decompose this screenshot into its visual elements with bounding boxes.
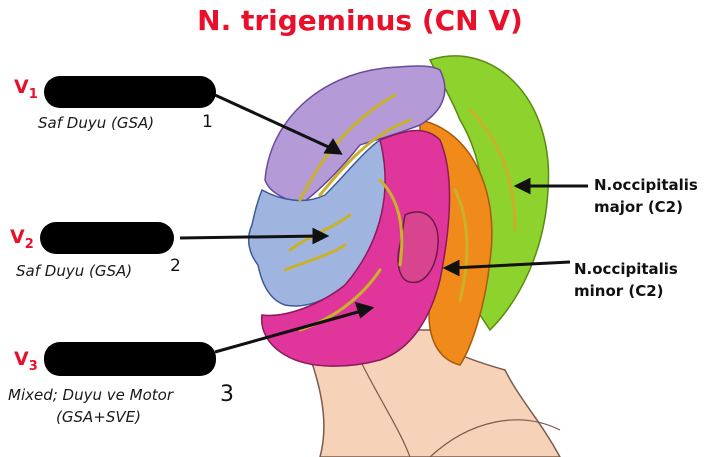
occipitalis-minor-line2: minor (C2)	[574, 282, 664, 300]
occipitalis-minor-label: N.occipitalis minor (C2)	[574, 258, 678, 302]
v1-handwritten-mark: 1	[202, 112, 213, 132]
occipitalis-major-label: N.occipitalis major (C2)	[594, 174, 698, 218]
diagram-title: N. trigeminus (CN V)	[197, 4, 523, 37]
v3-region	[260, 129, 451, 367]
occipitalis-minor-line1: N.occipitalis	[574, 260, 678, 278]
v1-label: V1	[14, 76, 38, 102]
v3-prefix: V	[14, 348, 29, 370]
v2-handwritten-mark: 2	[170, 256, 181, 276]
neck-line	[359, 359, 411, 457]
v1-subscript: 1	[28, 86, 38, 102]
v2-prefix: V	[10, 226, 25, 248]
v1-description: Saf Duyu (GSA)	[38, 114, 155, 132]
nerve-branches	[283, 93, 517, 332]
v3-label: V3	[14, 348, 38, 374]
v1-redaction	[44, 76, 216, 108]
v3-redaction	[44, 342, 216, 376]
v3-handwritten-mark: 3	[220, 382, 234, 407]
ear	[397, 211, 439, 283]
shoulder-line	[429, 419, 561, 457]
occipitalis-major-line1: N.occipitalis	[594, 176, 698, 194]
v3-description: Mixed; Duyu ve Motor	[8, 386, 173, 404]
v2-label: V2	[10, 226, 34, 252]
v2-subscript: 2	[24, 236, 34, 252]
v2-description: Saf Duyu (GSA)	[16, 262, 133, 280]
occipitalis-major-line2: major (C2)	[594, 198, 683, 216]
v2-redaction	[40, 222, 174, 254]
v3-subscript: 3	[28, 358, 38, 374]
v1-prefix: V	[14, 76, 29, 98]
v3-description-line2: (GSA+SVE)	[56, 408, 141, 426]
occipitalis-major-region	[428, 55, 550, 332]
pointer-arrows	[179, 93, 588, 354]
